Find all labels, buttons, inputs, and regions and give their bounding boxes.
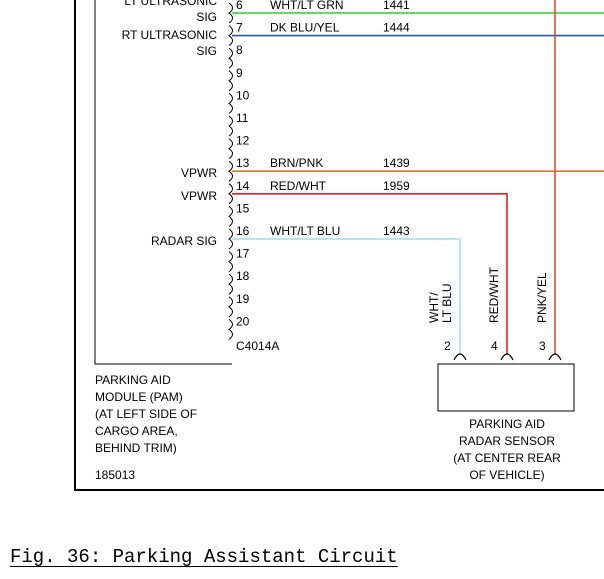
sensor-pin-cup-4 [500, 353, 514, 361]
diagram-frame [74, 0, 604, 491]
module-pin-label-0: LT ULTRASONIC [124, 0, 217, 8]
radar-sensor [437, 353, 575, 412]
vertical-wire-label-1-0: RED/WHT [487, 266, 501, 323]
pin-number-19: 19 [236, 292, 250, 306]
wire-color-label-pin-13: BRN/PNK [270, 156, 323, 170]
pin-bracket-11 [228, 115, 233, 137]
vertical-wire-label-0-0: WHT/ [427, 292, 441, 323]
wire-circuit-pin-6: 1441 [383, 0, 410, 12]
pin-bracket-6 [228, 2, 233, 24]
sensor-pin-number-3: 3 [539, 339, 546, 353]
pin-bracket-20 [228, 318, 233, 340]
pin-number-15: 15 [236, 201, 250, 215]
sensor-name-line-3: OF VEHICLE) [469, 468, 544, 482]
wire-color-label-pin-7: DK BLU/YEL [270, 21, 340, 35]
wire-color-label-pin-14: RED/WHT [270, 179, 327, 193]
connector-label: C4014A [236, 339, 279, 353]
wire-pin-14 [232, 193, 508, 354]
pin-bracket-18 [228, 273, 233, 295]
pin-bracket-19 [228, 296, 233, 318]
pin-bracket-12 [228, 138, 233, 160]
pin-number-17: 17 [236, 247, 250, 261]
pin-number-12: 12 [236, 134, 250, 148]
pin-number-11: 11 [236, 111, 249, 125]
module-pin-label-6: RADAR SIG [151, 234, 217, 248]
pin-number-14: 14 [236, 179, 250, 193]
pin-number-7: 7 [236, 21, 243, 35]
vertical-wire-label-0-1: LT BLU [440, 283, 454, 323]
pin-bracket-17 [228, 251, 233, 273]
wire-color-label-pin-6: WHT/LT GRN [270, 0, 344, 12]
wire-circuit-pin-14: 1959 [383, 179, 410, 193]
pin-number-8: 8 [236, 43, 243, 57]
pin-bracket-8 [228, 47, 233, 69]
figure-caption: Fig. 36: Parking Assistant Circuit [10, 546, 398, 568]
module-name-line-2: (AT LEFT SIDE OF [95, 407, 197, 421]
vertical-wire-label-2-0: PNK/YEL [535, 272, 549, 323]
wire-color-label-pin-16: WHT/LT BLU [270, 224, 340, 238]
wires [232, 0, 604, 354]
pin-bracket-16 [228, 228, 233, 250]
figure-id: 185013 [95, 468, 135, 482]
sensor-box [437, 363, 575, 412]
sensor-name-line-0: PARKING AID [469, 417, 545, 431]
module-name-line-3: CARGO AREA, [95, 424, 178, 438]
module-name-line-4: BEHIND TRIM) [95, 441, 177, 455]
module-pin-label-5: VPWR [181, 189, 217, 203]
wire-pin-16 [232, 238, 461, 354]
sensor-pin-cup-3 [548, 353, 562, 361]
sensor-pin-cup-2 [453, 353, 467, 361]
pin-number-20: 20 [236, 314, 250, 328]
wire-circuit-pin-7: 1444 [383, 21, 410, 35]
module-box [94, 0, 232, 365]
sensor-pin-number-2: 2 [444, 339, 451, 353]
wire-circuit-pin-16: 1443 [383, 224, 410, 238]
pin-bracket-13 [228, 160, 233, 182]
pin-number-18: 18 [236, 269, 250, 283]
pin-bracket-10 [228, 92, 233, 114]
sensor-pin-number-4: 4 [491, 339, 498, 353]
pin-number-13: 13 [236, 156, 250, 170]
pin-bracket-7 [228, 25, 233, 47]
sensor-name-line-1: RADAR SENSOR [459, 434, 555, 448]
pin-bracket-14 [228, 183, 233, 205]
sensor-name-line-2: (AT CENTER REAR [453, 451, 561, 465]
pin-bracket-9 [228, 70, 233, 92]
module-pin-label-2: RT ULTRASONIC [122, 28, 218, 42]
module-pin-label-4: VPWR [181, 166, 217, 180]
pin-number-9: 9 [236, 66, 243, 80]
wire-circuit-pin-13: 1439 [383, 156, 410, 170]
pin-bracket-15 [228, 205, 233, 227]
module-pin-label-1: SIG [196, 10, 217, 24]
outer-frame [74, 0, 604, 491]
module-name-line-0: PARKING AID [95, 373, 171, 387]
pin-number-10: 10 [236, 88, 250, 102]
module-pin-label-3: SIG [196, 44, 217, 58]
pin-number-6: 6 [236, 0, 243, 12]
pin-number-16: 16 [236, 224, 250, 238]
module-name-line-1: MODULE (PAM) [95, 390, 183, 404]
